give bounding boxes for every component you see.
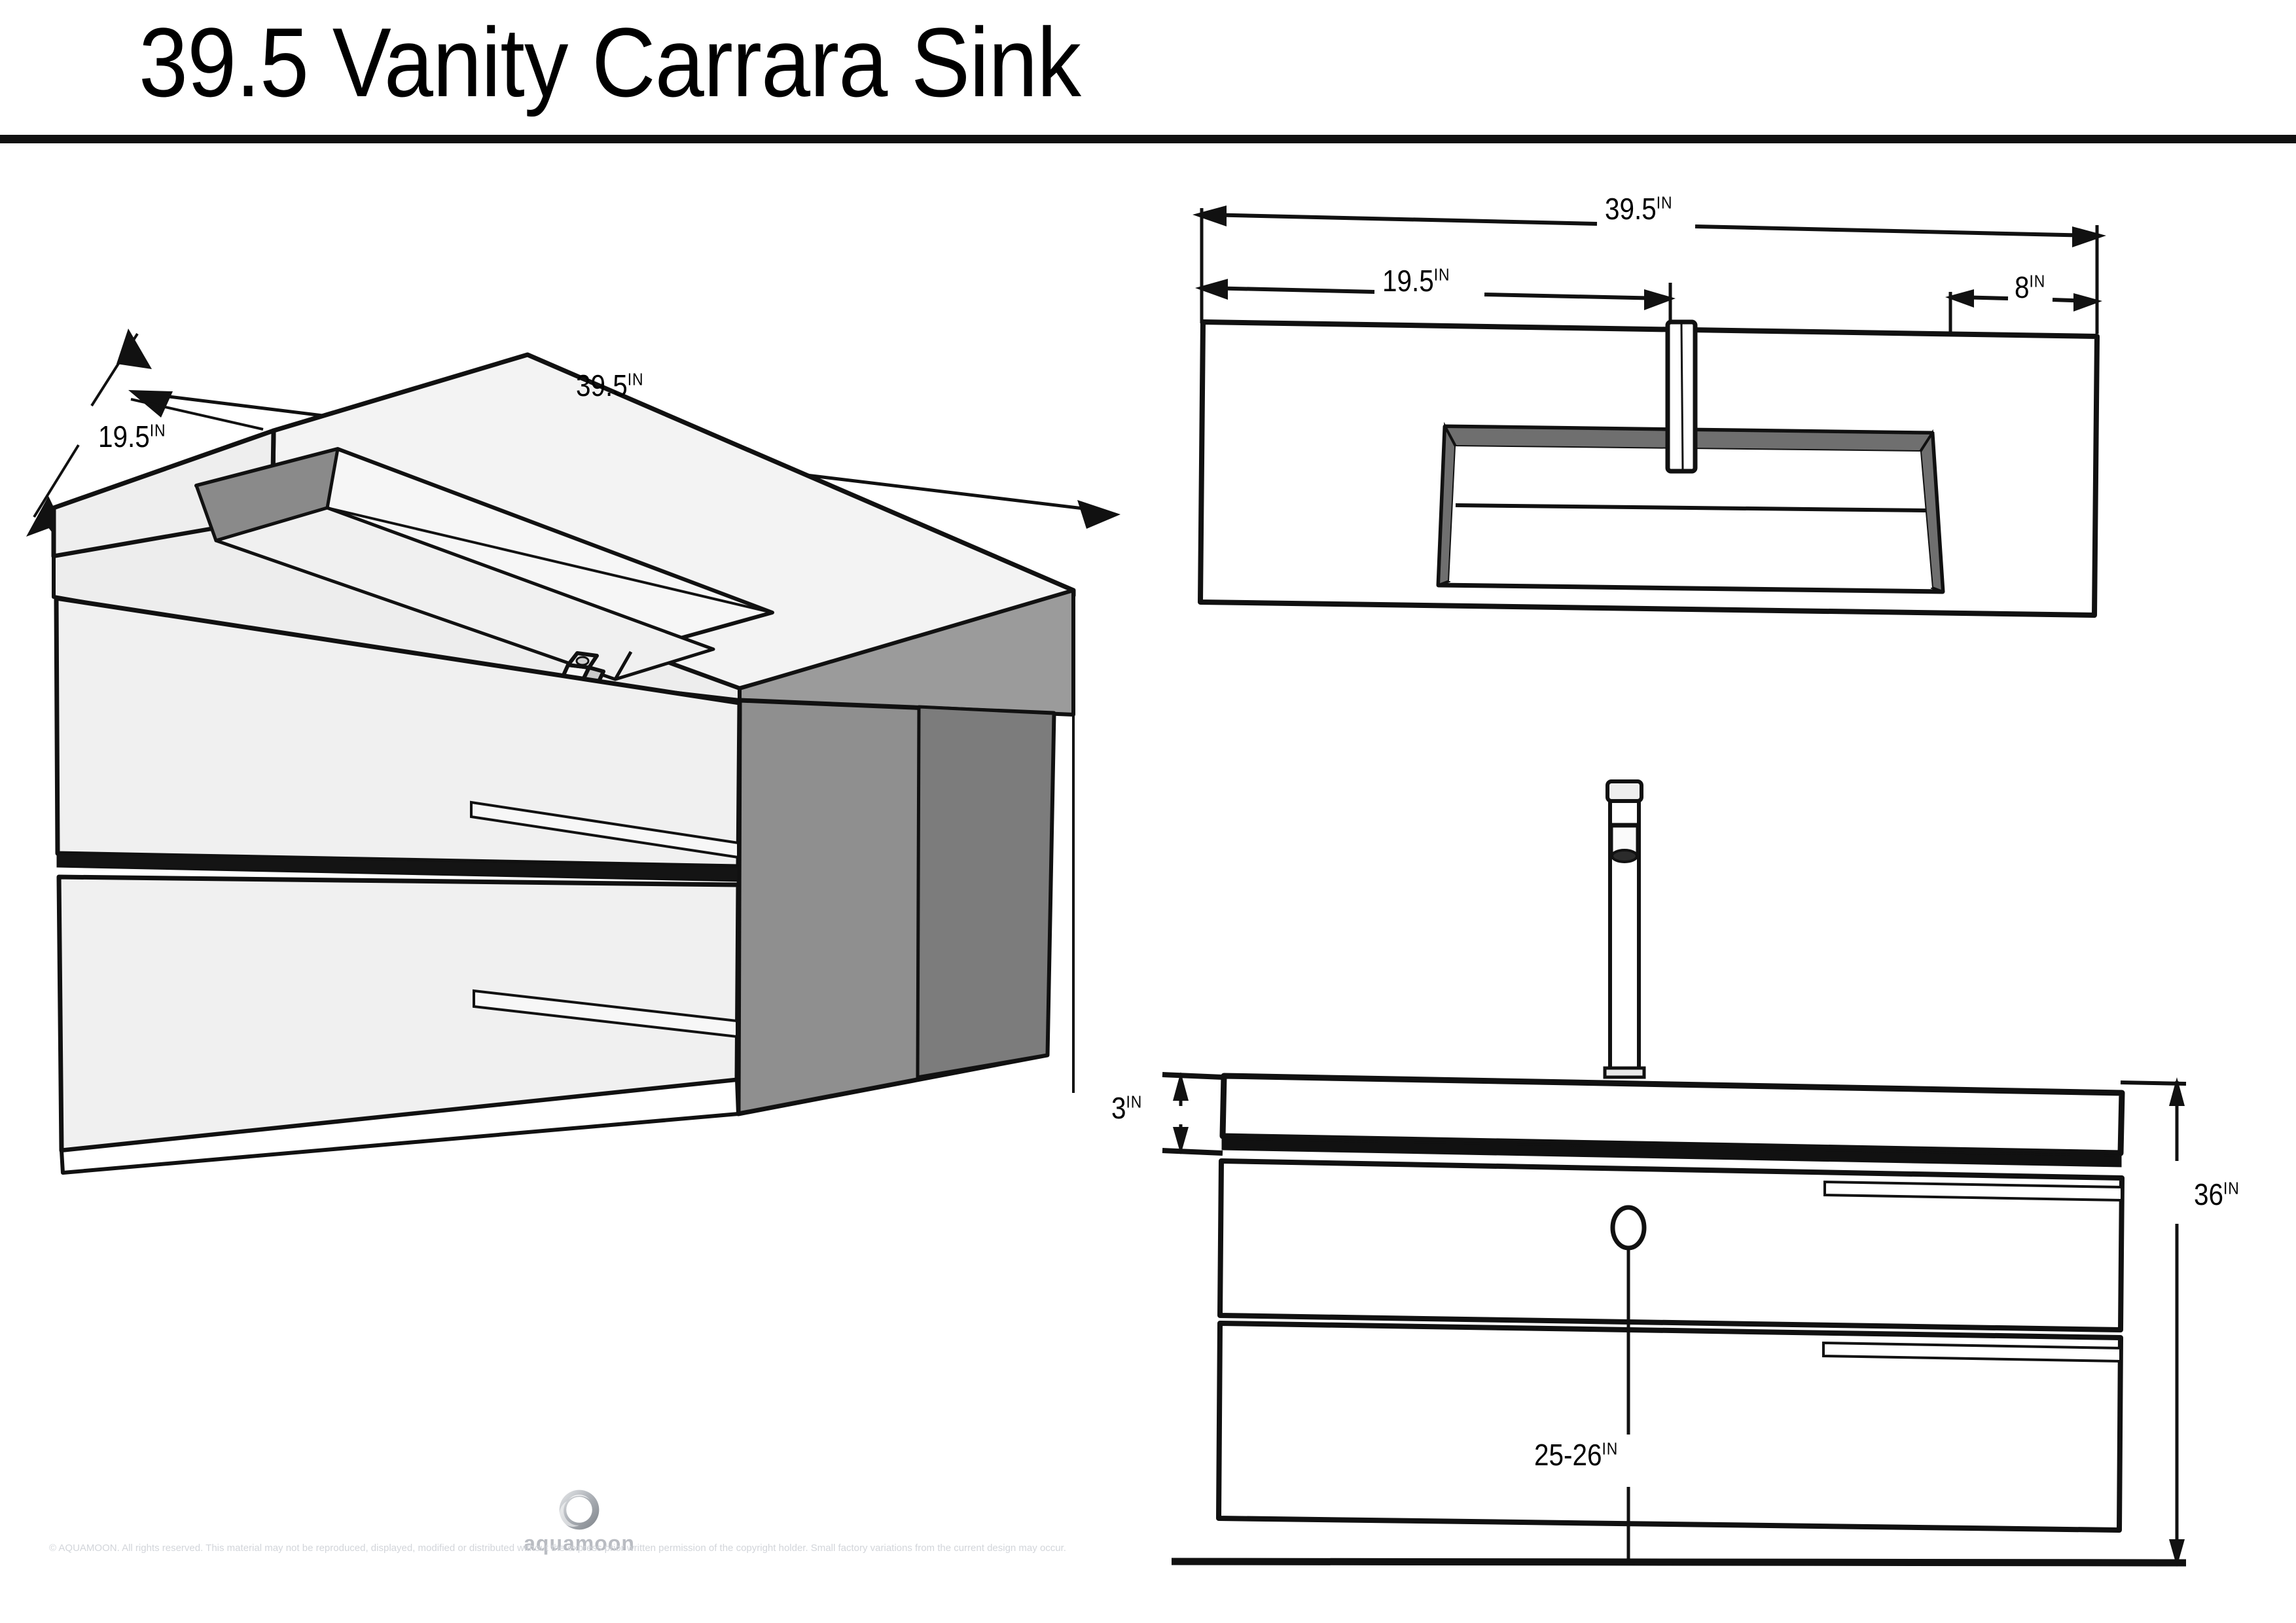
sink-basin-rear-slope-line xyxy=(327,507,773,614)
top-overall-width-arrowheads xyxy=(1193,205,2106,247)
cabinet-bottom-edge xyxy=(60,1078,740,1175)
front-faucet-base xyxy=(1603,1066,1646,1079)
brand-logo: aquamoon xyxy=(517,1488,641,1554)
front-view-drawing-svg xyxy=(1162,779,2187,1567)
top-plan-view: 39.5IN 19.5IN 8IN xyxy=(1178,183,2173,733)
brand-wordmark: aquamoon xyxy=(524,1531,635,1555)
sink-basin-floor xyxy=(214,506,715,681)
front-lower-drawer xyxy=(1216,1321,2123,1533)
lower-drawer-finger-pull xyxy=(473,989,738,1039)
top-left-dimension-arrowheads xyxy=(1195,279,1676,310)
front-lower-drawer-finger-pull xyxy=(1822,1341,2122,1363)
faucet-aerator-hole xyxy=(575,656,590,666)
top-left-dimension-label: 19.5IN xyxy=(1382,264,1450,298)
top-overall-width-dimension-label: 39.5IN xyxy=(1605,192,1673,226)
title-divider-rule xyxy=(0,135,2296,143)
front-height-dimension-label: 36IN xyxy=(2194,1177,2240,1211)
front-floor-line xyxy=(1171,1558,2187,1567)
front-upper-drawer xyxy=(1217,1158,2125,1332)
front-faucet-handle-knob xyxy=(1611,849,1638,863)
title-block: 39.5 Vanity Carrara Sink xyxy=(0,0,2296,149)
front-drain-centerline-group xyxy=(1610,1205,1647,1563)
top-basin-step-line xyxy=(1455,503,1926,512)
front-countertop-reveal xyxy=(1221,1137,2122,1168)
upper-drawer-finger-pull xyxy=(470,800,740,859)
front-upper-drawer-finger-pull xyxy=(1823,1180,2123,1202)
top-basin-floor xyxy=(1449,446,1932,588)
sink-basin-front-edge xyxy=(613,651,633,681)
upper-drawer-reveal xyxy=(56,852,740,882)
iso-depth-dimension-label: 19.5IN xyxy=(98,419,166,454)
front-drain-circle xyxy=(1610,1205,1647,1251)
isometric-drawing-svg xyxy=(26,329,1121,1175)
crescent-moon-circle-icon xyxy=(559,1489,600,1530)
front-thickness-dimension-label: 3IN xyxy=(1111,1091,1143,1125)
copyright-notice: © AQUAMOON. All rights reserved. This ma… xyxy=(49,1543,1066,1554)
top-right-dimension-arrowheads xyxy=(1945,289,2102,312)
front-faucet-cap xyxy=(1605,779,1643,803)
top-right-dimension-label: 8IN xyxy=(2015,270,2046,304)
page-title: 39.5 Vanity Carrara Sink xyxy=(139,7,1081,117)
front-height-dimension xyxy=(2120,1080,2187,1565)
top-overall-width-dimension xyxy=(1200,208,2099,334)
front-thickness-dimension xyxy=(1162,1072,1223,1156)
top-view-drawing-svg xyxy=(1193,205,2106,618)
front-thickness-arrowheads xyxy=(1173,1072,1189,1154)
cabinet-right-side-panel-inner xyxy=(916,705,1056,1079)
top-faucet-split-line xyxy=(1680,323,1684,471)
isometric-perspective-view: 39.5IN 19.5IN xyxy=(0,249,1152,1270)
front-drain-height-dimension-label: 25-26IN xyxy=(1534,1438,1619,1472)
front-elevation-view: 3IN 36IN 25-26IN xyxy=(1100,766,2239,1577)
iso-width-dimension-label: 39.5IN xyxy=(576,368,644,402)
front-countertop-slab xyxy=(1219,1073,2125,1156)
footer-block: aquamoon © AQUAMOON. All rights reserved… xyxy=(0,1486,1178,1623)
front-height-arrowheads xyxy=(2169,1077,2185,1567)
front-faucet xyxy=(1603,779,1646,1079)
